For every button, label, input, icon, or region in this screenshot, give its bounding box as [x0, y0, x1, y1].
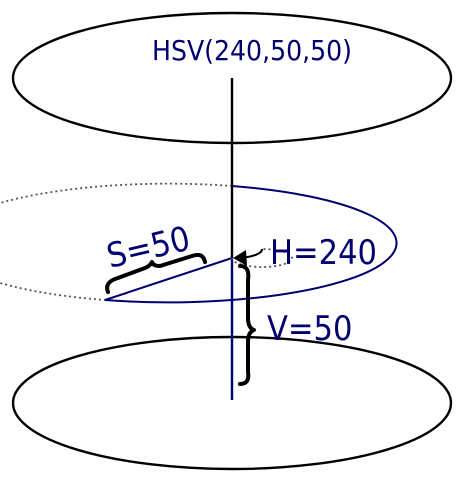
saturation-radius-line [104, 257, 233, 301]
value-slice-solid-arc [104, 185, 398, 304]
value-label: V=50 [267, 309, 352, 349]
saturation-brace [105, 252, 207, 294]
value-brace [238, 264, 256, 386]
saturation-label: S=50 [103, 219, 194, 277]
hue-arrowhead-icon [233, 250, 247, 266]
diagram-title: HSV(240,50,50) [152, 34, 352, 67]
hue-label: H=240 [270, 233, 377, 273]
